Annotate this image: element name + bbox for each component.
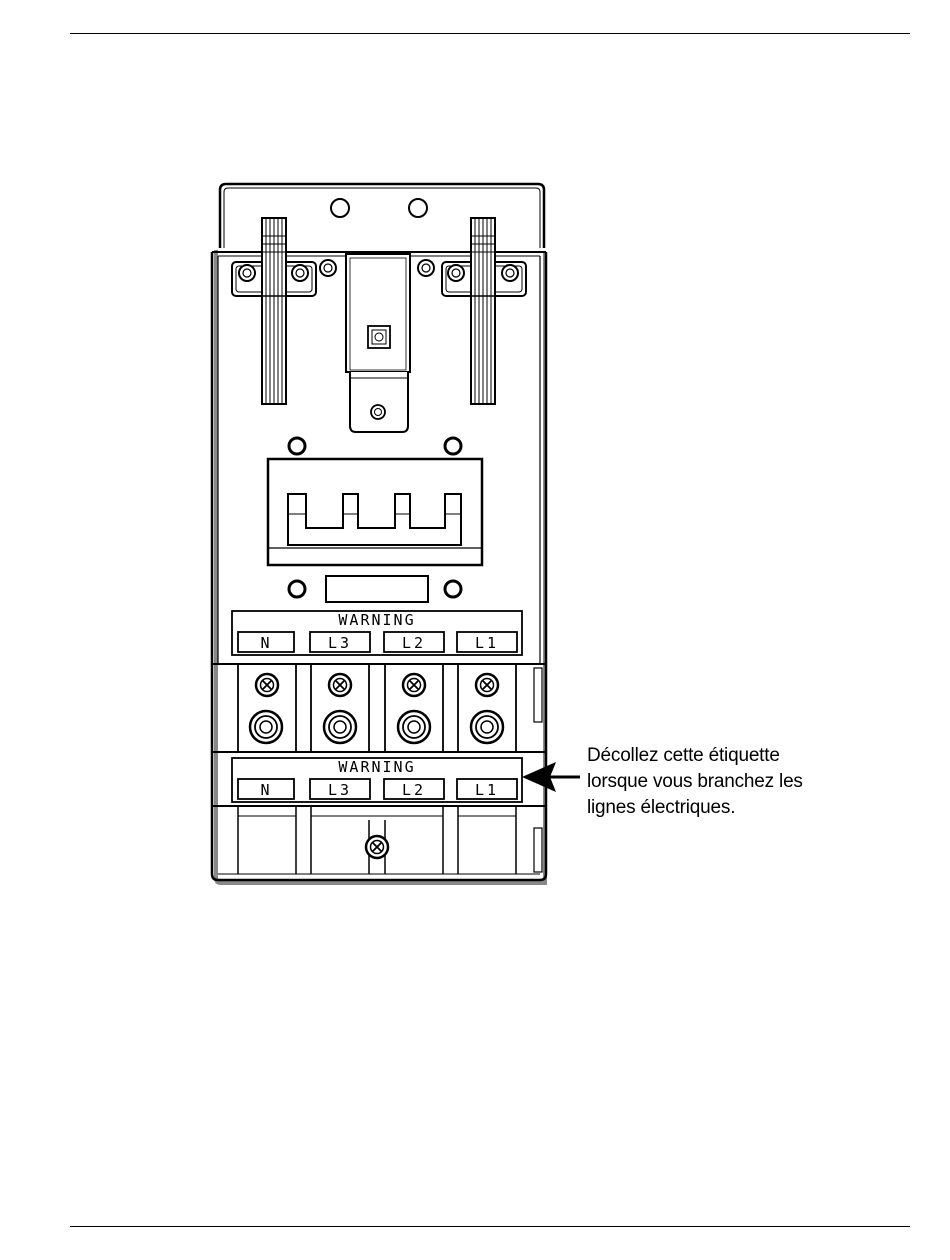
screw-top-right bbox=[418, 260, 434, 276]
upper-terminal-l1: L1 bbox=[475, 634, 499, 652]
hole bbox=[445, 581, 461, 597]
hole bbox=[289, 438, 305, 454]
upper-terminal-l2: L2 bbox=[402, 634, 426, 652]
center-bracket bbox=[346, 254, 410, 432]
breaker-block bbox=[268, 459, 482, 565]
callout-line-2: lorsque vous branchez les bbox=[587, 769, 887, 795]
hole bbox=[289, 581, 305, 597]
callout-line-3: lignes électriques. bbox=[587, 795, 887, 821]
cover-hole-left bbox=[331, 199, 349, 217]
terminal-lug bbox=[398, 711, 430, 743]
hole bbox=[445, 438, 461, 454]
callout-text: Décollez cette étiquette lorsque vous br… bbox=[587, 743, 887, 821]
terminal-screw bbox=[403, 674, 425, 696]
lower-terminal-l3: L3 bbox=[328, 781, 352, 799]
bottom-screw bbox=[366, 836, 388, 858]
callout-arrow bbox=[522, 762, 580, 792]
upper-warning-text: WARNING bbox=[338, 611, 415, 629]
lower-terminal-l1: L1 bbox=[475, 781, 499, 799]
terminal-lug bbox=[250, 711, 282, 743]
bottom-section bbox=[212, 806, 546, 874]
label-slot bbox=[326, 576, 428, 602]
terminal-section bbox=[212, 664, 546, 752]
lower-terminal-l2: L2 bbox=[402, 781, 426, 799]
terminal-screw bbox=[476, 674, 498, 696]
terminal-lug bbox=[324, 711, 356, 743]
terminal-screw bbox=[329, 674, 351, 696]
lower-warning-label: WARNING N L3 L2 L1 bbox=[232, 758, 522, 802]
lower-warning-text: WARNING bbox=[338, 758, 415, 776]
screw-top-left bbox=[320, 260, 336, 276]
terminal-screw bbox=[256, 674, 278, 696]
upper-warning-label: WARNING N L3 L2 L1 bbox=[232, 611, 522, 655]
callout-line-1: Décollez cette étiquette bbox=[587, 743, 887, 769]
lower-terminal-n: N bbox=[260, 781, 271, 799]
upper-terminal-l3: L3 bbox=[328, 634, 352, 652]
cover-hole-right bbox=[409, 199, 427, 217]
upper-terminal-n: N bbox=[260, 634, 271, 652]
terminal-lug bbox=[471, 711, 503, 743]
